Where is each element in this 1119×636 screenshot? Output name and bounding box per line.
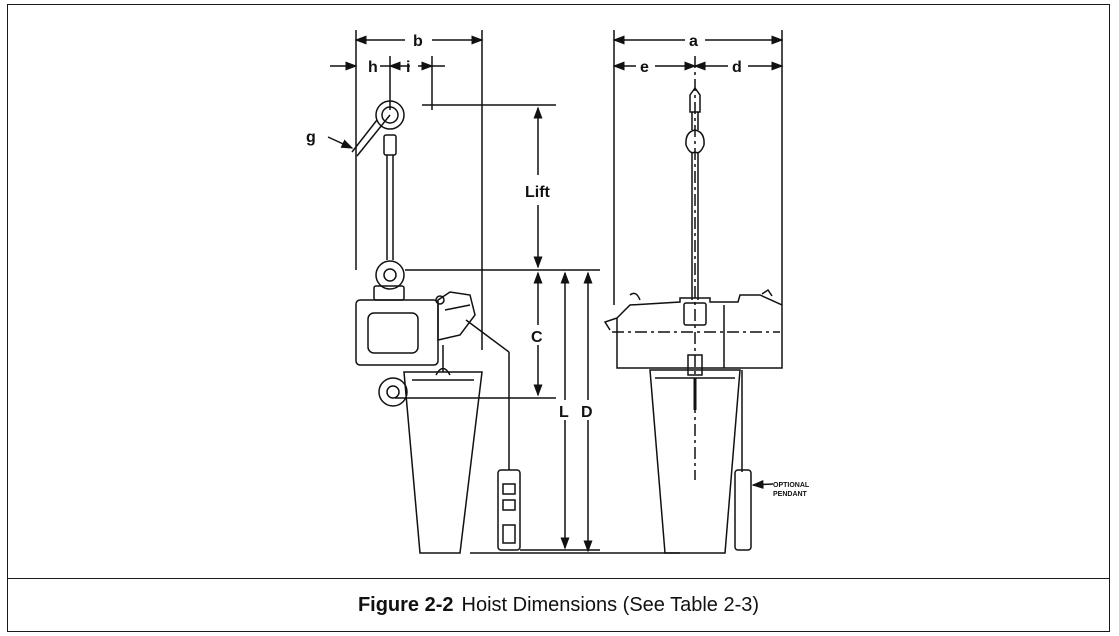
label-optional: OPTIONAL [773,482,810,489]
label-b: b [413,33,423,50]
label-l: L [559,404,569,421]
label-d: d [732,59,742,76]
figure-frame: Figure 2-2 Hoist Dimensions (See Table 2… [7,4,1110,632]
figure-caption: Figure 2-2 Hoist Dimensions (See Table 2… [8,579,1109,631]
label-i: i [406,59,410,76]
figure-title: Hoist Dimensions (See Table 2-3) [461,593,760,616]
label-e: e [640,59,649,76]
label-h: h [368,59,378,76]
label-lift: Lift [525,184,551,201]
label-pendant: PENDANT [773,491,808,498]
caption-divider [8,578,1109,579]
label-a: a [689,33,698,50]
label-c: C [531,329,543,346]
front-view [603,30,784,554]
dimension-labels: b h i g Lift C L D a e d OPTIONAL PENDAN… [306,33,810,498]
hoist-drawing: b h i g Lift C L D a e d OPTIONAL PENDAN… [306,30,810,554]
label-g: g [306,129,316,146]
label-d-upper: D [581,404,593,421]
side-view [327,30,680,554]
figure-number: Figure 2-2 [357,593,454,616]
